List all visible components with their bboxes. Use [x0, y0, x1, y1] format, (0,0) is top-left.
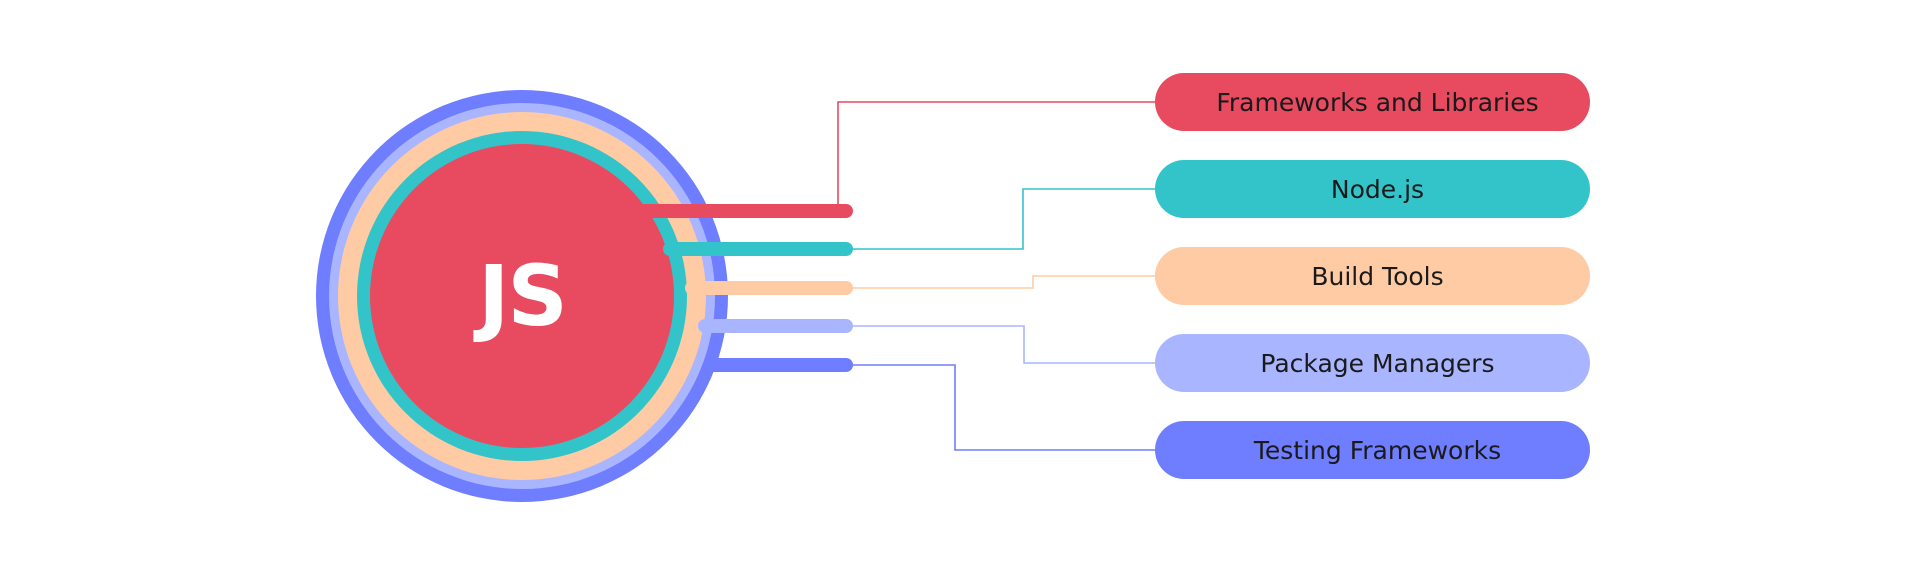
category-nodejs[interactable]: Node.js [1155, 160, 1590, 218]
ecosystem-bars [638, 204, 853, 372]
connector-lines [837, 101, 1155, 451]
core-circle [370, 144, 674, 448]
js-logo-text: JS [478, 247, 568, 345]
connector-2 [846, 275, 1155, 289]
connector-4 [846, 364, 1155, 451]
category-build-tools[interactable]: Build Tools [1155, 247, 1590, 305]
category-frameworks-and-libraries[interactable]: Frameworks and Libraries [1155, 73, 1590, 131]
connector-0 [837, 101, 1155, 204]
category-package-managers[interactable]: Package Managers [1155, 334, 1590, 392]
connector-1 [846, 188, 1155, 250]
connector-3 [846, 325, 1155, 364]
category-testing-frameworks[interactable]: Testing Frameworks [1155, 421, 1590, 479]
